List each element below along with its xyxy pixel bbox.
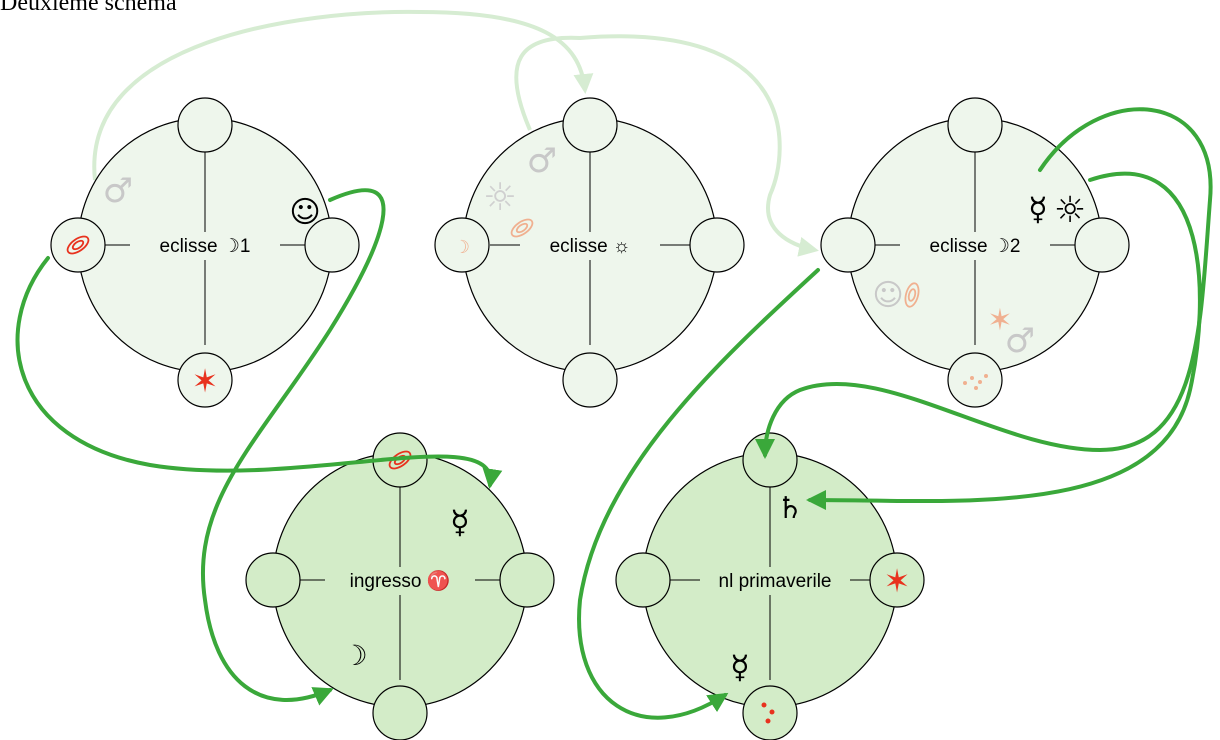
arrow-eclisse2-to-primaverile: [577, 268, 820, 720]
moon-icon: ☽: [454, 237, 470, 258]
chart-label: ingresso ♈: [350, 569, 451, 592]
faded-arrows: [92, 9, 819, 257]
chart-ingresso: ingresso ♈ ☿ ☽: [245, 432, 555, 740]
spiral-icon: [510, 218, 534, 238]
mars-icon: ♂: [103, 171, 133, 211]
arrow-sun-to-saturn: [806, 171, 1202, 511]
star-icon: ✶: [987, 303, 1012, 338]
mercury-icon: ☿: [1028, 190, 1048, 228]
dots-icon: [761, 702, 775, 724]
saturn-icon: ♄: [777, 491, 804, 526]
arrow-moonface-to-ingresso: [201, 188, 386, 706]
mercury-icon: ☿: [730, 648, 750, 686]
spiral-icon: [904, 282, 920, 308]
chart-eclisse-1: eclisse ☽1 ♂ ☺ ✶: [50, 97, 360, 408]
mars-icon: ♂: [1005, 321, 1035, 361]
faded-arrow-1: [92, 9, 594, 181]
sun-icon: ☼: [483, 175, 517, 219]
faded-arrow-2: [514, 34, 819, 257]
dots-icon: [963, 374, 988, 390]
arrow-spiral-to-ingresso: [15, 256, 503, 489]
star-icon: ✶: [192, 362, 219, 400]
mars-icon: ♂: [527, 141, 557, 181]
moon-icon: ☽: [342, 639, 367, 672]
chart-label: eclisse ☽2: [930, 236, 1021, 257]
mercury-icon: ☿: [450, 503, 470, 541]
arrow-mercury-to-primaverile: [755, 107, 1213, 459]
green-arrows: [15, 107, 1213, 720]
page-title: Deuxième schéma: [0, 0, 177, 16]
spiral-icon: [66, 235, 90, 255]
star-icon: ✶: [884, 562, 911, 600]
sun-icon: ☼: [1054, 190, 1086, 231]
moon-face-icon: ☺: [872, 278, 903, 313]
moon-face-icon: ☺: [289, 195, 320, 230]
chart-label: nl primaverile: [719, 571, 832, 592]
chart-eclisse-sun: eclisse ☼ ♂ ☼ ☽: [434, 97, 745, 408]
chart-label: eclisse ☼: [550, 236, 631, 257]
chart-label: eclisse ☽1: [160, 236, 251, 257]
chart-nl-primaverile: nl primaverile ♄ ✶ ☿: [615, 432, 925, 740]
chart-eclisse-2: eclisse ☽2 ☿ ☼ ☺ ✶ ♂: [820, 97, 1130, 408]
